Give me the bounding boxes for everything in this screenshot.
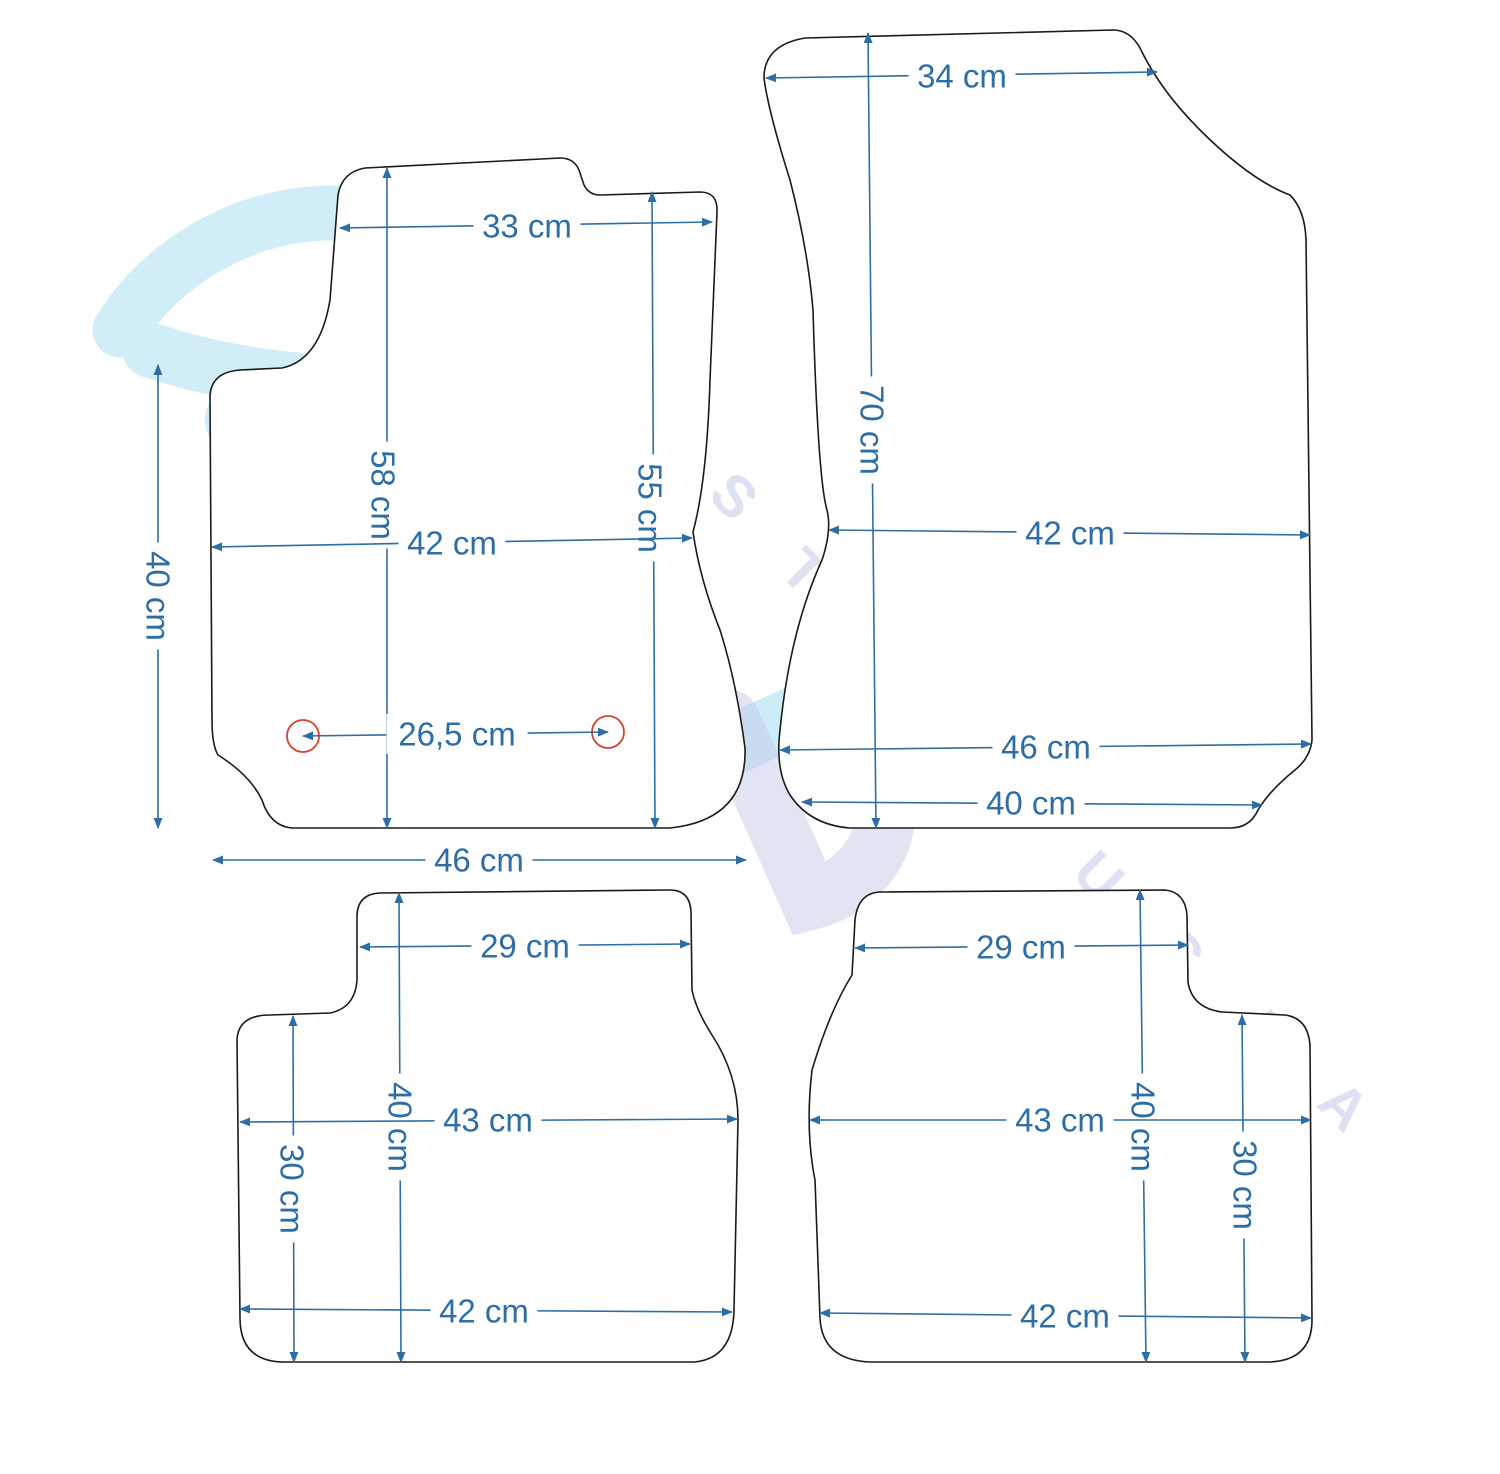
- dimension-label: 26,5 cm: [398, 716, 515, 753]
- rear-right-mat-dimensions: 29 cm 40 cm 43 cm 30 cm 42 cm: [808, 888, 1313, 1364]
- dimension-label: 42 cm: [1025, 515, 1115, 552]
- dimension-label-group: 42 cm: [430, 1291, 538, 1331]
- front-left-mat-outline: [209, 157, 746, 829]
- dimension-label: 40 cm: [382, 1082, 419, 1172]
- dimension-label-group: 34 cm: [908, 56, 1016, 96]
- dimension-label-background: [992, 727, 1100, 767]
- dimension-label-group: 55 cm: [630, 454, 670, 562]
- dimension-label-background: [398, 523, 506, 563]
- dimension-label-group: 33 cm: [473, 206, 581, 246]
- dimension-label-background: [852, 376, 892, 484]
- front-left-mat-dimensions: 33 cm 58 cm 55 cm 42 cm 40 cm 26,5 cm 46 cm: [138, 166, 748, 880]
- front-right-mat-dimensions: 34 cm 70 cm 42 cm 46 cm 40 cm: [764, 31, 1313, 830]
- dimension-label: 29 cm: [480, 928, 570, 965]
- dimension-label: 33 cm: [482, 208, 572, 245]
- dimension-label: 40 cm: [1125, 1082, 1162, 1172]
- dimension-label: 46 cm: [434, 842, 524, 879]
- dimension-label: 46 cm: [1001, 729, 1091, 766]
- dimension-label-background: [430, 1291, 538, 1331]
- dimension-label-background: [138, 542, 178, 650]
- watermark-letter: S: [697, 460, 770, 533]
- dimension-label-group: 40 cm: [977, 783, 1085, 823]
- rear-left-mat-dimensions: 29 cm 40 cm 43 cm 30 cm 42 cm: [238, 891, 739, 1364]
- dimension-label-group: 46 cm: [992, 727, 1100, 767]
- dimension-label-background: [434, 1100, 542, 1140]
- watermark-letter: A: [1306, 1068, 1382, 1144]
- dimension-label-background: [908, 56, 1016, 96]
- dimension-label-group: 46 cm: [425, 840, 533, 880]
- dimension-label-group: 26,5 cm: [386, 714, 528, 754]
- dimension-label-group: 43 cm: [1006, 1100, 1114, 1140]
- dimension-label: 43 cm: [1015, 1102, 1105, 1139]
- dimension-label-group: 58 cm: [363, 441, 403, 549]
- dimension-label: 58 cm: [365, 450, 402, 540]
- dimension-label-group: 70 cm: [852, 376, 892, 484]
- dimension-label-group: 42 cm: [398, 523, 506, 563]
- dimension-label-background: [386, 714, 528, 754]
- dimension-label: 40 cm: [140, 551, 177, 641]
- dimension-label-group: 30 cm: [1225, 1131, 1265, 1239]
- dimension-label: 40 cm: [986, 785, 1076, 822]
- dimension-label-group: 40 cm: [138, 542, 178, 650]
- dimension-label: 42 cm: [1020, 1298, 1110, 1335]
- dimension-label-background: [1006, 1100, 1114, 1140]
- dimension-label-group: 29 cm: [967, 927, 1075, 967]
- front-left-mat: [209, 157, 746, 829]
- dimension-label: 70 cm: [854, 385, 891, 475]
- dimension-label-group: 42 cm: [1011, 1296, 1119, 1336]
- dimension-label-background: [1123, 1073, 1163, 1181]
- dimension-label-background: [1016, 513, 1124, 553]
- dimension-label-background: [473, 206, 581, 246]
- dimension-label-background: [967, 927, 1075, 967]
- dimension-label-group: 42 cm: [1016, 513, 1124, 553]
- dimension-label: 30 cm: [1227, 1140, 1264, 1230]
- dimension-label-background: [471, 926, 579, 966]
- dimension-label-background: [1011, 1296, 1119, 1336]
- dimension-label: 43 cm: [443, 1102, 533, 1139]
- dimension-label-background: [363, 441, 403, 549]
- dimension-label: 42 cm: [407, 525, 497, 562]
- dimension-label-group: 40 cm: [380, 1073, 420, 1181]
- front-right-mat: [763, 29, 1313, 829]
- front-right-mat-outline: [763, 29, 1313, 829]
- dimension-label: 34 cm: [917, 58, 1007, 95]
- dimension-label-group: 43 cm: [434, 1100, 542, 1140]
- dimension-label: 42 cm: [439, 1293, 529, 1330]
- dimension-label-group: 30 cm: [272, 1135, 312, 1243]
- dimension-label-group: 29 cm: [471, 926, 579, 966]
- dimension-label-background: [380, 1073, 420, 1181]
- dimension-label: 30 cm: [274, 1144, 311, 1234]
- dimension-label-background: [272, 1135, 312, 1243]
- dimension-label-background: [977, 783, 1085, 823]
- dimension-label: 29 cm: [976, 929, 1066, 966]
- dimension-label-group: 40 cm: [1123, 1073, 1163, 1181]
- dimension-label-background: [1225, 1131, 1265, 1239]
- dimension-label-background: [425, 840, 533, 880]
